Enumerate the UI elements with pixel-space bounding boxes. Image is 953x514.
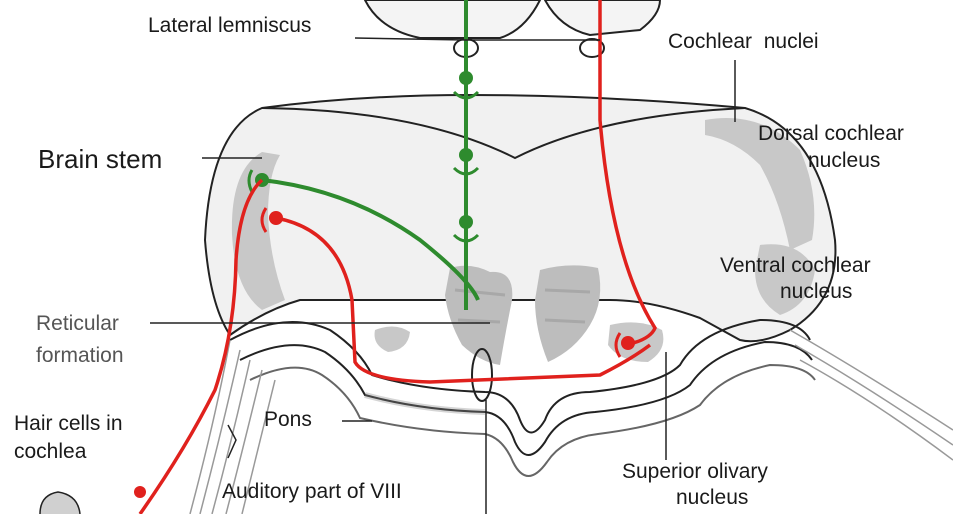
- label-hair-cells-1: Hair cells in: [14, 412, 123, 435]
- label-hair-cells-2: cochlea: [14, 440, 87, 463]
- label-lateral-lemniscus: Lateral lemniscus: [148, 14, 311, 37]
- hair-cell-circle: [40, 492, 80, 514]
- label-pons: Pons: [264, 408, 312, 431]
- label-ventral-cochlear-1: Ventral cochlear: [720, 254, 871, 277]
- label-reticular-1: Reticular: [36, 312, 119, 335]
- label-auditory-nerve: Auditory part of VIII: [222, 480, 402, 503]
- label-dorsal-cochlear-1: Dorsal cochlear: [758, 122, 904, 145]
- label-cochlear-nuclei: Cochlear nuclei: [668, 30, 819, 53]
- upper-structures: [365, 0, 660, 38]
- right-nerve-bundle: [790, 330, 953, 460]
- left-superior-olivary-nucleus: [375, 326, 410, 352]
- label-ventral-cochlear-2: nucleus: [780, 280, 852, 303]
- label-dorsal-cochlear-2: nucleus: [808, 149, 880, 172]
- pons: [230, 320, 815, 476]
- label-superior-olivary-2: nucleus: [676, 486, 748, 509]
- label-brain-stem: Brain stem: [38, 144, 162, 174]
- label-reticular-2: formation: [36, 344, 124, 367]
- label-superior-olivary-1: Superior olivary: [622, 460, 768, 483]
